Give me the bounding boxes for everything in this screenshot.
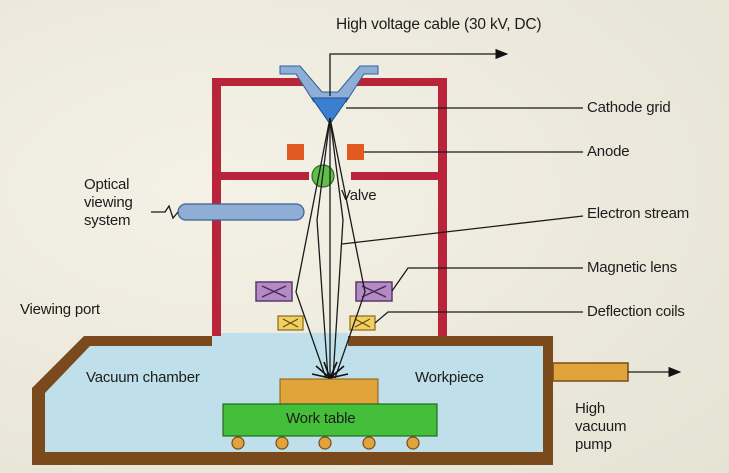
table-rollers [231, 436, 420, 450]
pump-pipe [552, 362, 629, 382]
label-viewing-port: Viewing port [20, 301, 100, 318]
work-table [222, 403, 438, 437]
label-optical-viewing-system: Optical viewing system [84, 176, 133, 229]
label-valve: Valve [341, 187, 377, 204]
workpiece-block [279, 378, 379, 405]
magnetic-lens-left [255, 281, 293, 302]
anode-left [287, 144, 304, 160]
label-electron-stream: Electron stream [587, 205, 690, 222]
deflection-coil-left [277, 315, 304, 331]
label-deflection-coils: Deflection coils [587, 303, 685, 320]
cathode-grid [311, 97, 349, 125]
column-right-wall [438, 78, 447, 336]
label-magnetic-lens: Magnetic lens [587, 259, 677, 276]
chamber-column-opening [212, 333, 348, 349]
label-anode: Anode [587, 143, 630, 160]
label-vacuum-chamber: Vacuum chamber [86, 369, 200, 386]
optical-viewing-tube [177, 203, 305, 221]
electron-stream [295, 117, 366, 379]
label-high-voltage-cable: High voltage cable (30 kV, DC) [336, 16, 542, 33]
label-work-table: Work table [286, 410, 356, 427]
label-workpiece: Workpiece [415, 369, 484, 386]
column-top-left [212, 78, 304, 86]
label-cathode-grid: Cathode grid [587, 99, 671, 116]
magnetic-lens-right [355, 281, 393, 302]
column-partition-right [351, 172, 447, 180]
column-top-right [355, 78, 447, 86]
label-high-vacuum-pump: High vacuum pump [575, 400, 627, 453]
column-partition-left [212, 172, 309, 180]
anode-right [347, 144, 364, 160]
leader-lines [151, 48, 682, 378]
cathode-holder [279, 65, 379, 103]
weld-spark [311, 361, 349, 379]
